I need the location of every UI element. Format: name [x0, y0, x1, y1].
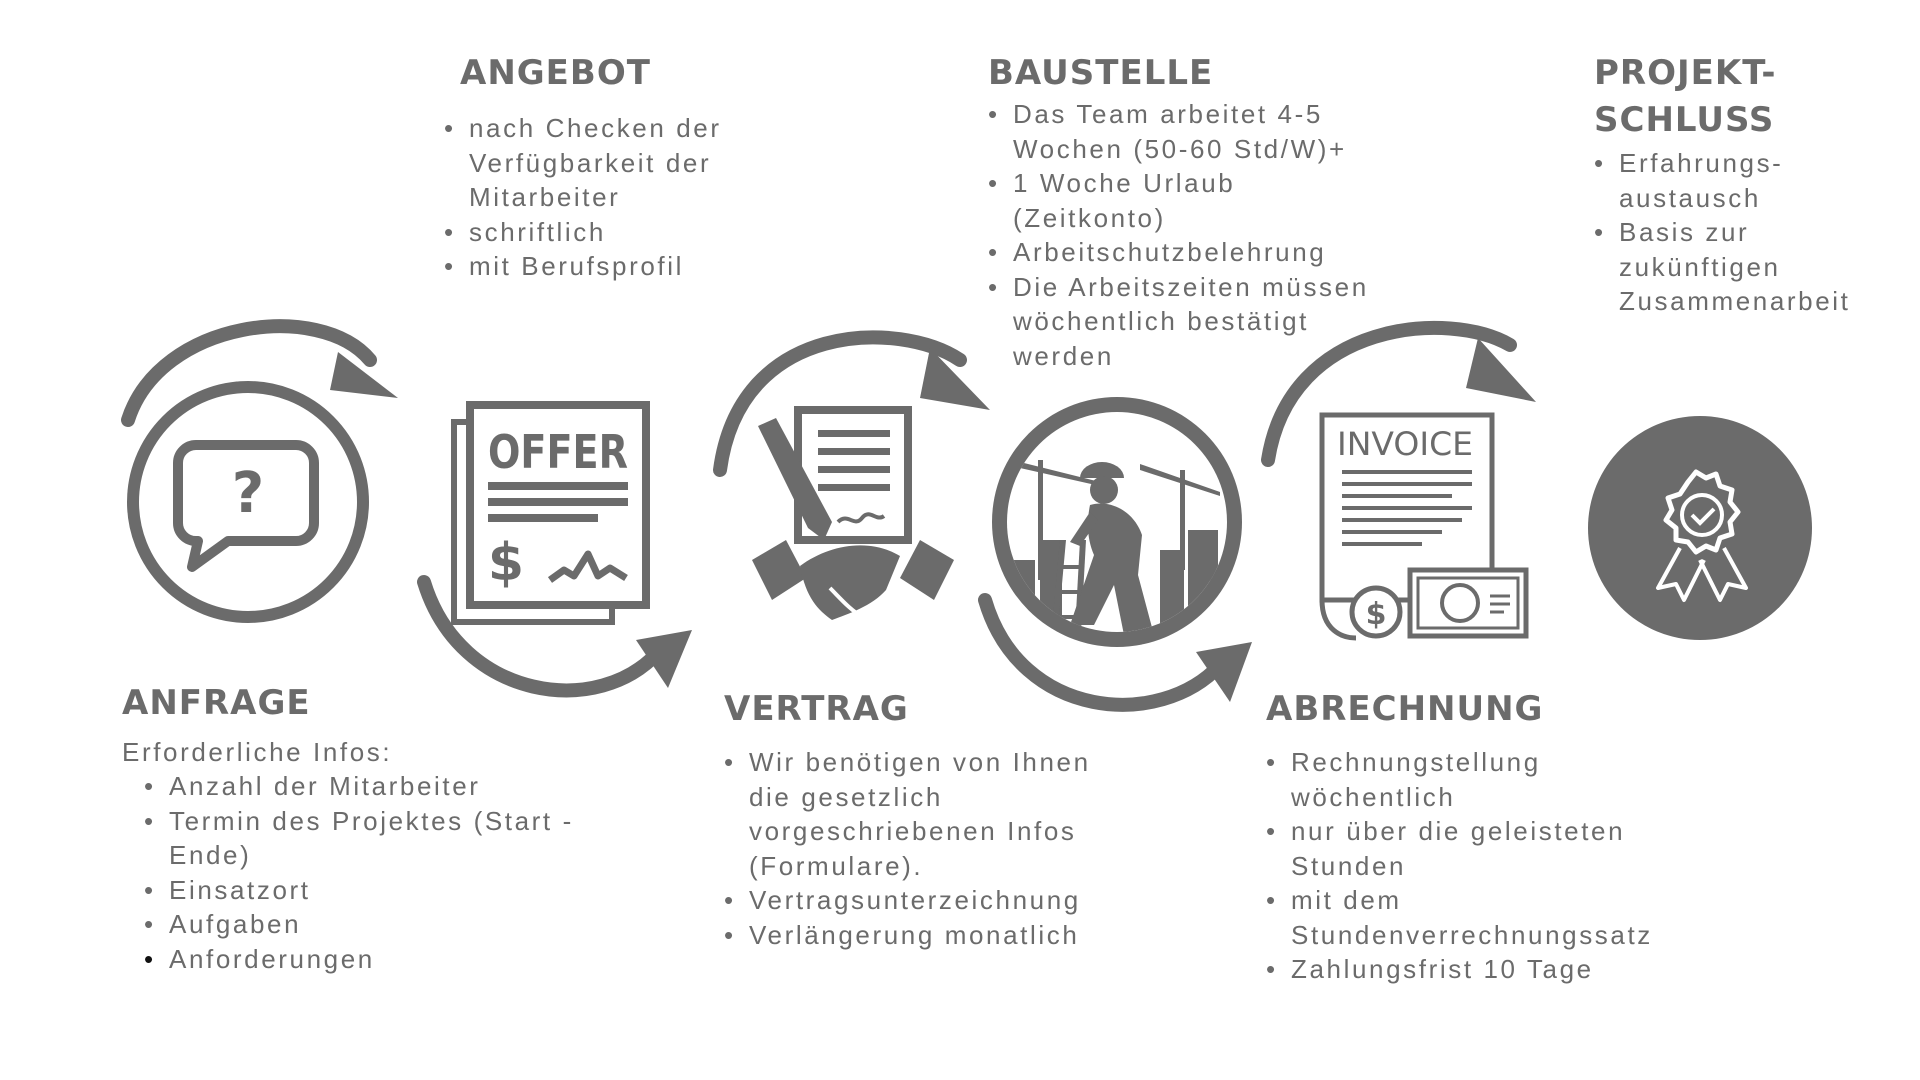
- list-item: Termin des Projektes (Start - Ende): [144, 804, 629, 873]
- stage-title: BAUSTELLE: [988, 53, 1214, 93]
- list-item: Verlängerung monatlich: [724, 918, 1124, 953]
- list-item: Vertragsunterzeichnung: [724, 883, 1124, 918]
- list-item: Wir benötigen von Ihnen die gesetzlich v…: [724, 745, 1124, 883]
- offer-document-icon: OFFER $: [451, 401, 650, 625]
- stage-anfrage: ANFRAGE Erforderliche Infos: Anzahl der …: [122, 680, 642, 976]
- list-item: Erfahrungs-austausch: [1594, 146, 1819, 215]
- stage-items: Anzahl der Mitarbeiter Termin des Projek…: [144, 769, 642, 976]
- list-item: Anforderungen: [144, 942, 642, 977]
- list-item: Basis zur zukünftigen Zusammenarbeit: [1594, 215, 1879, 319]
- list-item: Zahlungsfrist 10 Tage: [1266, 952, 1706, 987]
- stage-projektschluss: PROJEKT- SCHLUSS Erfahrungs-austausch Ba…: [1594, 50, 1894, 319]
- invoice-money-icon: INVOICE $: [1319, 412, 1529, 641]
- stage-title: ANGEBOT: [460, 53, 651, 93]
- list-item: mit Berufsprofil: [444, 249, 754, 284]
- stage-title: ABRECHNUNG: [1266, 689, 1544, 729]
- svg-text:$: $: [488, 533, 524, 593]
- contract-handshake-icon: [752, 406, 954, 620]
- arrow-baustelle-to-abrechnung: [978, 593, 1252, 712]
- list-item: Arbeitschutzbelehrung: [988, 235, 1408, 270]
- arrow-angebot-to-vertrag: [417, 575, 692, 698]
- stage-intro: Erforderliche Infos:: [122, 737, 393, 767]
- stage-items: nach Checken der Verfügbarkeit der Mitar…: [444, 111, 754, 284]
- stage-abrechnung: ABRECHNUNG Rechnungstellung wöchentlich …: [1266, 686, 1706, 987]
- stage-items: Rechnungstellung wöchentlich nur über di…: [1266, 745, 1706, 987]
- list-item: Das Team arbeitet 4-5 Wochen (50-60 Std/…: [988, 97, 1373, 166]
- award-badge-icon: [1588, 416, 1812, 640]
- list-item: nur über die geleisteten Stunden: [1266, 814, 1691, 883]
- offer-icon-text: OFFER: [488, 425, 628, 479]
- stage-vertrag: VERTRAG Wir benötigen von Ihnen die gese…: [724, 686, 1144, 952]
- list-item: nach Checken der Verfügbarkeit der Mitar…: [444, 111, 754, 215]
- stage-title: PROJEKT- SCHLUSS: [1594, 53, 1777, 140]
- stage-title: VERTRAG: [724, 689, 909, 729]
- arrow-vertrag-to-baustelle: [713, 330, 990, 477]
- speech-bubble-question-icon: ?: [127, 381, 369, 623]
- stage-baustelle: BAUSTELLE Das Team arbeitet 4-5 Wochen (…: [988, 50, 1408, 373]
- stage-items: Wir benötigen von Ihnen die gesetzlich v…: [724, 745, 1124, 952]
- list-item: Einsatzort: [144, 873, 642, 908]
- list-item: 1 Woche Urlaub (Zeitkonto): [988, 166, 1293, 235]
- invoice-icon-text: INVOICE: [1337, 425, 1473, 463]
- arrow-anfrage-to-angebot: [121, 319, 398, 427]
- list-item: Aufgaben: [144, 907, 642, 942]
- list-item: Rechnungstellung wöchentlich: [1266, 745, 1591, 814]
- stage-items: Das Team arbeitet 4-5 Wochen (50-60 Std/…: [988, 97, 1408, 373]
- list-item: Die Arbeitszeiten müssen wöchentlich bes…: [988, 270, 1413, 374]
- construction-worker-icon: [992, 397, 1242, 647]
- svg-text:$: $: [1366, 597, 1387, 632]
- list-item: mit dem Stundenverrechnungssatz: [1266, 883, 1650, 952]
- stage-items: Erfahrungs-austausch Basis zur zukünftig…: [1594, 146, 1894, 319]
- list-item: schriftlich: [444, 215, 754, 250]
- stage-angebot: ANGEBOT nach Checken der Verfügbarkeit d…: [444, 50, 780, 284]
- svg-text:?: ?: [232, 461, 264, 526]
- list-item: Anzahl der Mitarbeiter: [144, 769, 642, 804]
- stage-title: ANFRAGE: [122, 683, 311, 723]
